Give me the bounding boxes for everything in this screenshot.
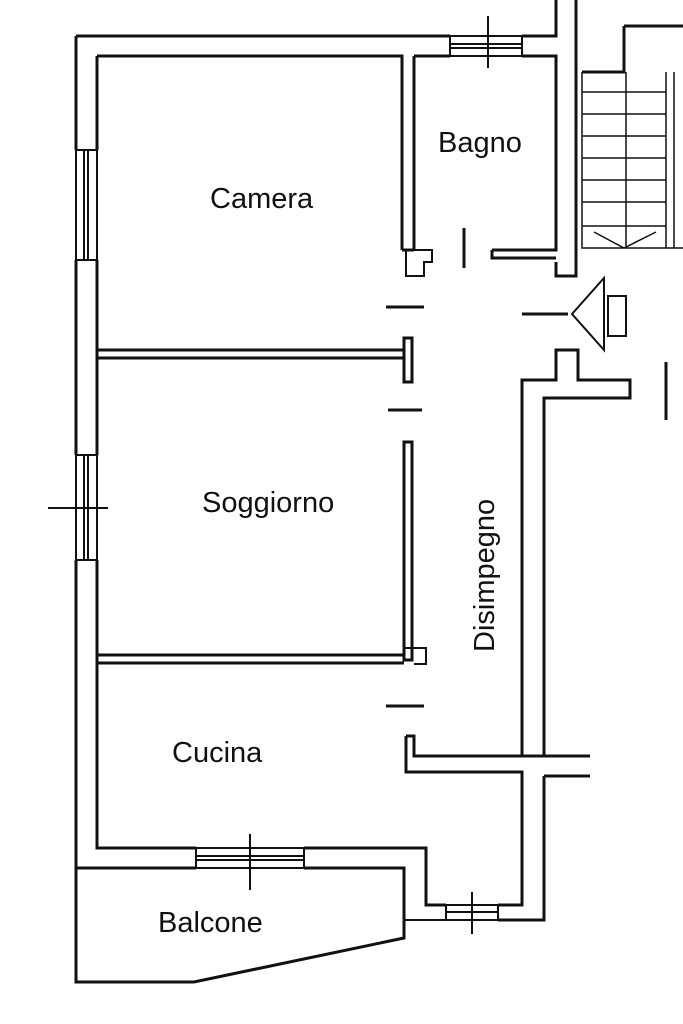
balcone-outline — [74, 866, 446, 984]
partition-soggiorno-cucina — [97, 440, 427, 708]
disimpegno-walls — [520, 312, 668, 756]
entrance-symbol — [570, 275, 627, 353]
room-label-camera: Camera — [210, 183, 314, 215]
room-label-disimpegno: Disimpegno — [469, 499, 501, 652]
bagno-door-jamb — [402, 228, 556, 277]
partition-camera-soggiorno — [97, 305, 424, 412]
room-label-cucina: Cucina — [172, 737, 263, 769]
cucina-walls — [404, 734, 590, 922]
room-label-soggiorno: Soggiorno — [202, 487, 334, 519]
windows — [48, 16, 523, 934]
room-label-bagno: Bagno — [438, 127, 522, 159]
room-label-balcone: Balcone — [158, 907, 263, 939]
staircase — [581, 24, 683, 249]
